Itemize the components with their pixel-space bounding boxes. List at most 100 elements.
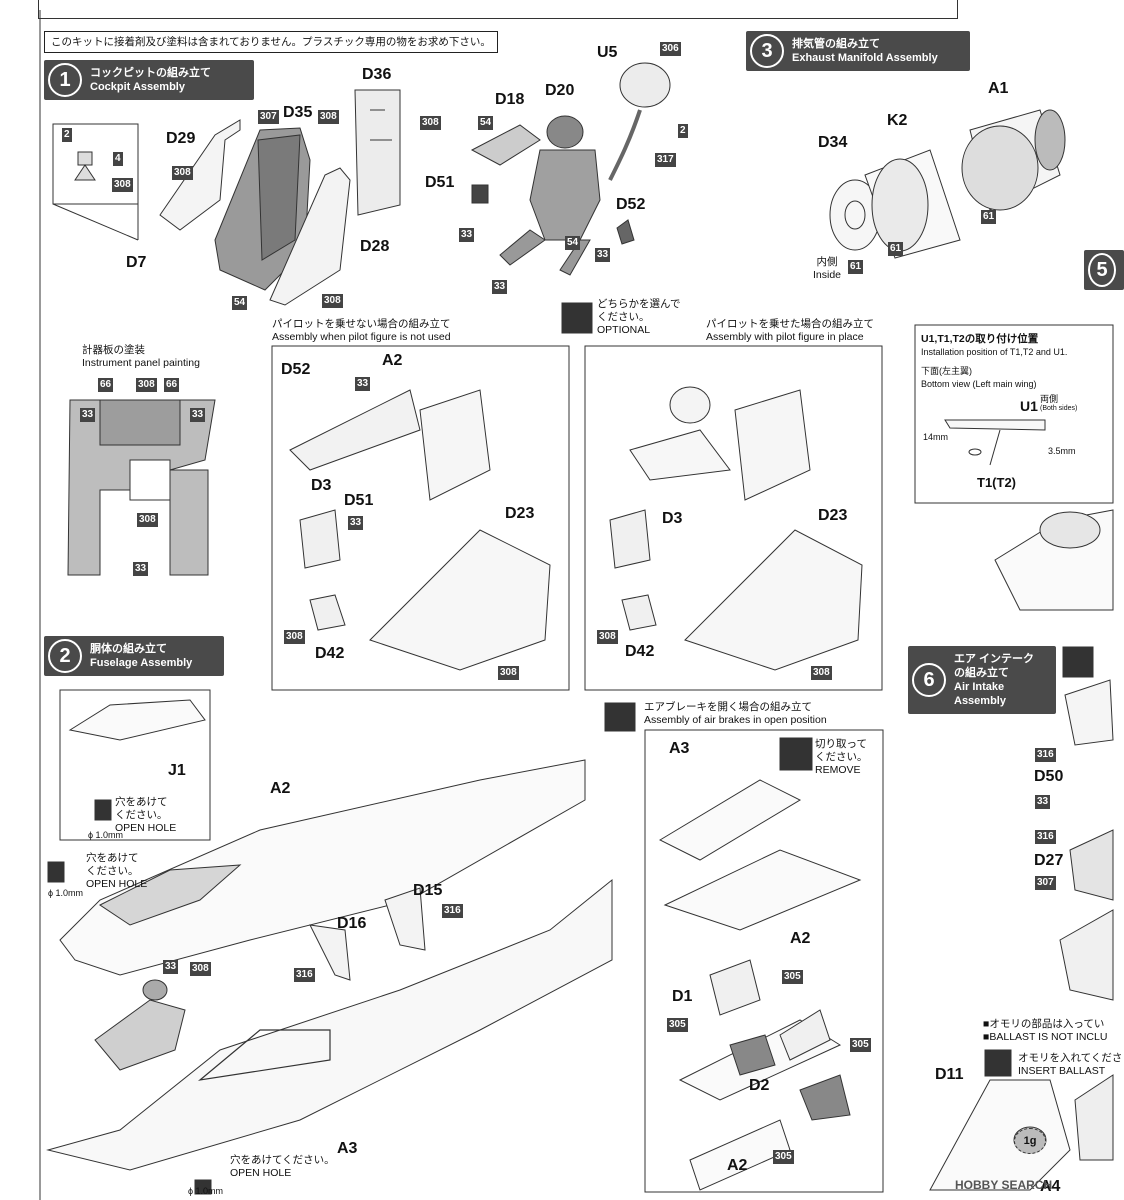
- dim-14mm: 14mm: [923, 432, 949, 442]
- remove-note: 切り取って ください。 REMOVE: [815, 738, 868, 776]
- watermark: HOBBY SEARCH: [955, 1178, 1053, 1192]
- notice-banner: このキットに接着剤及び塗料は含まれておりません。プラスチック専用の物をお求め下さ…: [44, 31, 498, 53]
- part-label-a2e: A2: [727, 1157, 748, 1174]
- pilot-caption: パイロットを乗せた場合の組み立て Assembly with pilot fig…: [706, 318, 874, 343]
- color-tag-306: 306: [660, 42, 681, 56]
- color-tag-308: 308: [112, 178, 133, 192]
- color-tag-305: 305: [782, 970, 803, 984]
- color-tag-66: 66: [98, 378, 114, 392]
- u1-caption: U1,T1,T2の取り付け位置 Installation position of…: [921, 333, 1068, 389]
- airbrake-box: [644, 729, 884, 1193]
- step6-title-en2: Assembly: [954, 695, 1006, 707]
- part-label-d2: D2: [749, 1077, 770, 1094]
- part-label-a4: A4: [1040, 1178, 1061, 1195]
- step3-header: 3 排気管の組み立て Exhaust Manifold Assembly: [746, 31, 970, 71]
- step6-number: 6: [912, 663, 946, 697]
- color-tag-308c: 308: [420, 116, 441, 130]
- color-tag-61: 61: [981, 210, 997, 224]
- part-label-d51: D51: [425, 174, 455, 191]
- color-tag-308l: 308: [190, 962, 211, 976]
- part-label-d29: D29: [166, 130, 196, 147]
- color-tag-4: 4: [113, 152, 123, 166]
- optional-box-pilot: [584, 345, 883, 691]
- color-tag-61c: 61: [848, 260, 864, 274]
- color-tag-33e: 33: [190, 408, 206, 422]
- part-label-a1: A1: [988, 80, 1009, 97]
- color-tag-316b: 316: [294, 968, 315, 982]
- part-label-d28: D28: [360, 238, 390, 255]
- part-label-d20: D20: [545, 82, 575, 99]
- color-tag-2b: 2: [678, 124, 688, 138]
- step3-title-ja: 排気管の組み立て: [792, 38, 880, 50]
- part-label-t1: T1(T2): [977, 475, 1016, 490]
- color-tag-33i: 33: [163, 960, 179, 974]
- color-tag-33d: 33: [80, 408, 96, 422]
- color-tag-305c: 305: [850, 1038, 871, 1052]
- step1-title-ja: コックピットの組み立て: [90, 67, 211, 79]
- color-tag-33: 33: [459, 228, 475, 242]
- color-tag-61b: 61: [888, 242, 904, 256]
- color-tag-308e: 308: [322, 294, 343, 308]
- part-label-d42: D42: [315, 645, 345, 662]
- ballast-weight-marker: 1g: [1014, 1128, 1046, 1154]
- step6-title-ja1: エア インテーク: [954, 653, 1035, 665]
- part-label-d36: D36: [362, 66, 392, 83]
- step2-number: 2: [48, 639, 82, 673]
- step1-title-en: Cockpit Assembly: [90, 81, 185, 93]
- color-tag-308b: 308: [318, 110, 339, 124]
- part-label-a2d: A2: [790, 930, 811, 947]
- part-label-d11: D11: [935, 1066, 964, 1083]
- color-tag-308f: 308: [136, 378, 157, 392]
- color-tag-308h: 308: [284, 630, 305, 644]
- optional-note: どちらかを選んで ください。 OPTIONAL: [597, 298, 681, 336]
- color-tag-2: 2: [62, 128, 72, 142]
- phi-note-2: ϕ 1.0mm: [48, 888, 84, 898]
- part-label-d52b: D52: [281, 361, 311, 378]
- color-tag-54b: 54: [478, 116, 494, 130]
- color-tag-33f: 33: [133, 562, 149, 576]
- ballast-note: ■オモリの部品は入ってい ■BALLAST IS NOT INCLU: [983, 1018, 1108, 1043]
- both-sides-note: 両側 (Both sides): [1040, 394, 1078, 412]
- part-label-a3: A3: [337, 1140, 358, 1157]
- step1-header: 1 コックピットの組み立て Cockpit Assembly: [44, 60, 254, 100]
- color-tag-308g: 308: [137, 513, 158, 527]
- color-tag-54: 54: [232, 296, 248, 310]
- color-tag-307: 307: [258, 110, 279, 124]
- color-tag-308d: 308: [172, 166, 193, 180]
- part-label-d51b: D51: [344, 492, 374, 509]
- panel-caption: 計器板の塗装 Instrument panel painting: [82, 344, 200, 369]
- part-label-a2b: A2: [382, 352, 403, 369]
- part-label-d3: D3: [311, 477, 332, 494]
- color-tag-308j: 308: [597, 630, 618, 644]
- color-tag-305b: 305: [667, 1018, 688, 1032]
- no-pilot-caption: パイロットを乗せない場合の組み立て Assembly when pilot fi…: [272, 318, 451, 343]
- color-tag-316c: 316: [1035, 748, 1056, 762]
- part-label-d50: D50: [1034, 768, 1064, 785]
- part-label-j1: J1: [168, 762, 186, 779]
- color-tag-317: 317: [655, 153, 676, 167]
- part-label-a2c: A2: [270, 780, 291, 797]
- part-label-d3b: D3: [662, 510, 683, 527]
- open-hole-note-2: 穴をあけて ください。 OPEN HOLE: [86, 852, 148, 890]
- part-label-d1: D1: [672, 988, 693, 1005]
- part-label-d16: D16: [337, 915, 367, 932]
- step2-title-en: Fuselage Assembly: [90, 657, 193, 669]
- part-label-d15: D15: [413, 882, 443, 899]
- step6-header: 6 エア インテーク の組み立て Air Intake Assembly: [908, 646, 1056, 714]
- open-hole-note-1: 穴をあけて ください。 OPEN HOLE: [115, 796, 177, 834]
- inset-box-decal: [52, 123, 139, 205]
- part-label-d27: D27: [1034, 852, 1064, 869]
- color-tag-316d: 316: [1035, 830, 1056, 844]
- part-label-d7: D7: [126, 254, 147, 271]
- step3-number: 3: [750, 34, 784, 68]
- optional-box-no-pilot: [271, 345, 570, 691]
- step1-number: 1: [48, 63, 82, 97]
- color-tag-307b: 307: [1035, 876, 1056, 890]
- color-tag-66b: 66: [164, 378, 180, 392]
- step6-title-en1: Air Intake: [954, 681, 1005, 693]
- step6-title-ja2: の組み立て: [954, 667, 1009, 679]
- step3-title-en: Exhaust Manifold Assembly: [792, 52, 938, 64]
- part-label-d35: D35: [283, 104, 313, 121]
- part-label-u1: U1: [1020, 398, 1038, 414]
